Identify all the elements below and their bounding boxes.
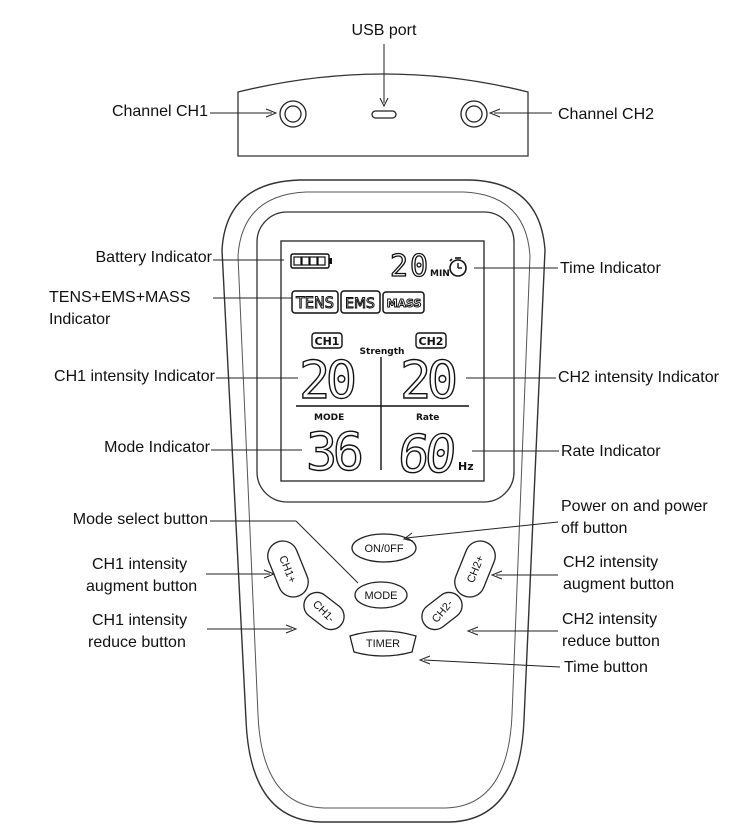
- ch1-jack-icon: [279, 100, 307, 128]
- label-ch2-reduce-line1: CH2 intensity: [562, 611, 658, 628]
- rate-tag: Rate: [416, 413, 439, 423]
- leader-lines: [206, 44, 561, 668]
- mode-button-label: MODE: [365, 590, 398, 602]
- mode-badge-tens-label: TENS: [295, 293, 334, 312]
- mode-badge-ems-label: EMS: [345, 296, 375, 312]
- device-body-inner: [237, 191, 531, 809]
- mode-badge-ems: EMS: [340, 290, 381, 314]
- label-power-line2: off button: [561, 520, 628, 537]
- label-rate-indicator: Rate Indicator: [561, 443, 661, 460]
- ch2-jack-icon: [460, 100, 488, 128]
- mode-badge-mass-label: MASS: [387, 297, 422, 310]
- lcd-ch1-value: 20: [299, 351, 357, 411]
- lcd-mode-value: 36: [306, 423, 364, 483]
- strength-label: Strength: [360, 347, 405, 357]
- label-ch2-augment-line1: CH2 intensity: [563, 554, 659, 571]
- lcd-rate-unit: Hz: [458, 460, 474, 473]
- label-ch2-augment-line2: augment button: [563, 576, 675, 593]
- ch1-plus-button[interactable]: CH1+: [263, 536, 313, 601]
- ch2-plus-button[interactable]: CH2+: [450, 536, 500, 601]
- label-time-button: Time button: [564, 659, 648, 676]
- ch1-tag-label: CH1: [315, 335, 340, 348]
- ch1-tag: CH1: [311, 332, 343, 349]
- label-time-indicator: Time Indicator: [560, 260, 661, 277]
- mode-badge-mass: MASS: [382, 291, 425, 314]
- ch1-minus-button[interactable]: CH1-: [299, 587, 350, 635]
- label-tens-ems-mass-line1: TENS+EMS+MASS: [49, 289, 191, 306]
- lcd-rate-value: 60: [395, 425, 459, 485]
- timer-button-label: TIMER: [366, 638, 400, 650]
- mode-button[interactable]: MODE: [354, 581, 408, 609]
- ch2-tag: CH2: [415, 332, 447, 349]
- ch2-tag-label: CH2: [419, 335, 444, 348]
- on-off-button-label: ON/0FF: [364, 543, 403, 555]
- label-channel-ch2: Channel CH2: [558, 106, 655, 123]
- label-ch2-intensity-indicator: CH2 intensity Indicator: [558, 369, 719, 386]
- timer-button[interactable]: TIMER: [349, 630, 417, 657]
- label-mode-select-button: Mode select button: [72, 511, 208, 528]
- label-tens-ems-mass-line2: Indicator: [49, 311, 111, 328]
- label-battery-indicator: Battery Indicator: [95, 249, 213, 266]
- label-channel-ch1: Channel CH1: [111, 103, 208, 120]
- label-ch2-reduce-line2: reduce button: [562, 633, 660, 650]
- on-off-button[interactable]: ON/0FF: [351, 533, 417, 563]
- label-usb-port: USB port: [351, 22, 417, 39]
- label-ch1-augment-line2: augment button: [86, 578, 198, 595]
- lcd-ch2-value: 20: [400, 351, 458, 411]
- label-mode-indicator: Mode Indicator: [104, 439, 210, 456]
- label-ch1-reduce-line1: CH1 intensity: [92, 612, 188, 629]
- mode-tag: MODE: [314, 413, 344, 423]
- battery-icon: [290, 253, 332, 269]
- label-ch1-augment-line1: CH1 intensity: [92, 556, 188, 573]
- lcd-time-unit: MIN: [430, 269, 450, 279]
- lcd-screen: [280, 240, 485, 482]
- lcd-time-value: 20: [390, 249, 428, 284]
- usb-port-icon: [371, 110, 397, 119]
- mode-badge-tens: TENS: [291, 290, 339, 314]
- label-ch1-intensity-indicator: CH1 intensity Indicator: [54, 368, 215, 385]
- label-ch1-reduce-line2: reduce button: [88, 634, 186, 651]
- label-power-line1: Power on and power: [561, 498, 708, 515]
- ch2-minus-button[interactable]: CH2-: [417, 587, 468, 635]
- stopwatch-icon: [449, 257, 467, 277]
